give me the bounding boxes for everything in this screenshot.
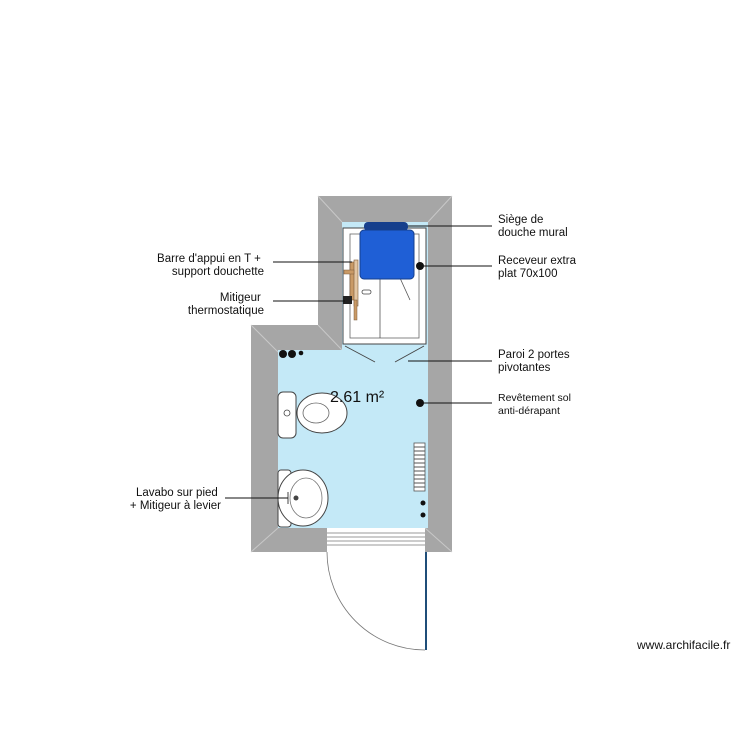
wall-corner-lines: [250, 195, 453, 553]
label-grab-bar: Barre d'appui en T + support douchette: [157, 253, 264, 278]
label-floor: Revêtement sol anti-dérapant: [498, 392, 574, 417]
leader-lines: [225, 225, 492, 499]
markers: [279, 262, 426, 518]
credit-link[interactable]: www.archifacile.fr: [636, 638, 730, 652]
label-tray: Receveur extra plat 70x100: [498, 255, 579, 280]
area-label: 2.61 m²: [330, 389, 385, 406]
shower-seat: [359, 222, 415, 280]
label-shower-doors: Paroi 2 portes pivotantes: [498, 349, 573, 374]
label-mixer: Mitigeur thermostatique: [188, 292, 264, 317]
towel-radiator-icon: [413, 442, 426, 492]
door-swing-icon[interactable]: [326, 528, 427, 651]
label-washbasin: Lavabo sur pied + Mitigeur à levier: [130, 487, 221, 512]
grab-bar-icon: [343, 259, 359, 321]
mixer-icon: [343, 289, 372, 304]
shower-doors: [344, 345, 425, 363]
label-seat: Siège de douche mural: [498, 214, 568, 239]
toilet-icon: [277, 391, 348, 439]
